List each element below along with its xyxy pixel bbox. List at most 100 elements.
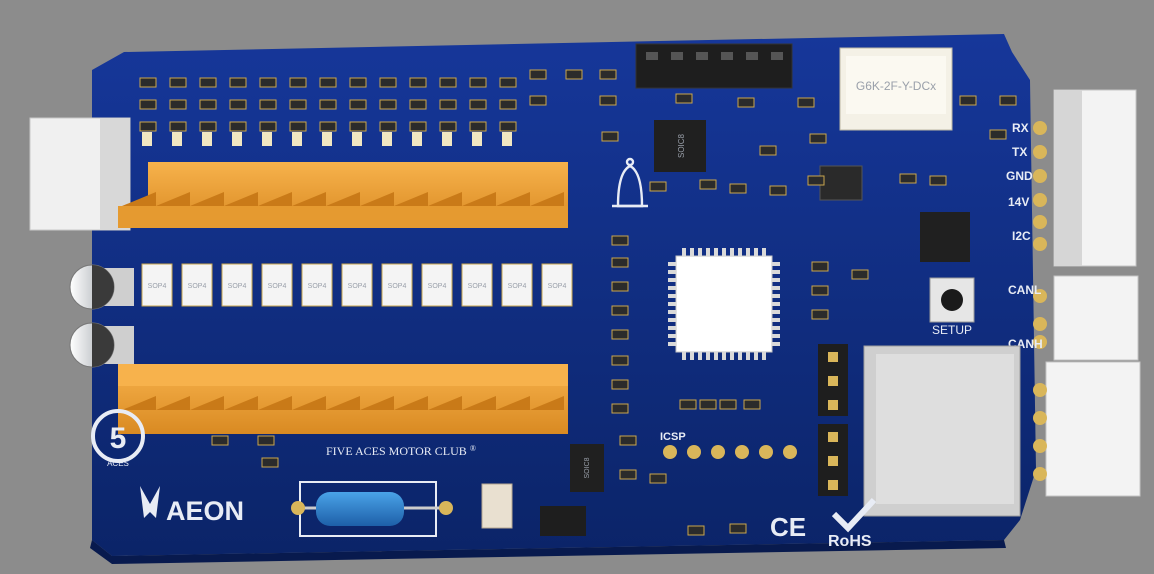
smd-resistor [379,99,397,110]
optocoupler-marking: SOP4 [388,283,407,290]
terminal-screw [428,192,462,206]
terminal-screw [394,192,428,206]
icsp-pad [759,445,773,459]
header-pin [721,52,733,60]
connector-power [1045,361,1141,497]
smd-component [565,69,583,80]
smd-resistor [169,99,187,110]
smd-resistor [139,77,157,88]
optocoupler [541,263,573,307]
smd-component [809,133,827,144]
svg-text:SOIC8: SOIC8 [677,133,686,158]
qfp-pin [772,334,780,338]
optocoupler-marking: SOP4 [508,283,527,290]
smd-resistor [169,121,187,132]
smd-component [759,145,777,156]
terminal-screw [462,396,496,410]
smd-resistor [169,77,187,88]
header-pin [828,376,838,386]
smd-component [675,93,693,104]
aeon-logo: AEON [140,486,244,526]
smd-component [611,305,629,316]
smd-resistor [259,121,277,132]
qfp-pin [690,352,694,360]
smd-resistor [379,121,397,132]
qfp-pin [772,342,780,346]
qfp-pin [772,270,780,274]
smd-led [232,132,242,146]
header-pin [828,400,838,410]
smd-resistor [499,99,517,110]
smd-resistor [499,121,517,132]
optocoupler-marking: SOP4 [348,283,367,290]
connector-pad [1033,193,1047,207]
smd-resistor [229,99,247,110]
smd-component [811,309,829,320]
smd-component [529,95,547,106]
terminal-block-top [118,162,568,228]
club-name: FIVE ACES MOTOR CLUB ® [326,444,476,458]
optocoupler-marking: SOP4 [228,283,247,290]
smd-led [202,132,212,146]
svg-text:RoHS: RoHS [828,533,872,550]
svg-text:5: 5 [110,422,127,455]
smd-resistor [439,99,457,110]
terminal-screw [190,192,224,206]
smd-component [649,473,667,484]
terminal-screw [224,396,258,410]
smd-component [211,435,229,446]
smd-component [611,355,629,366]
smd-component [257,435,275,446]
qfp-pin [668,294,676,298]
smd-component [989,129,1007,140]
label-14v: 14V [1008,195,1029,209]
optocoupler-marking: SOP4 [148,283,167,290]
smd-resistor [469,99,487,110]
header-pin [828,456,838,466]
terminal-screw [326,192,360,206]
inductor [819,165,863,201]
smd-led [172,132,182,146]
qfp-pin [772,310,780,314]
setup-button[interactable] [929,277,975,323]
terminal-screw [258,396,292,410]
qfp-pin [722,248,726,256]
terminal-screw [496,396,530,410]
dip-switch[interactable] [540,506,586,536]
optocoupler [181,263,213,307]
smd-resistor [199,99,217,110]
smd-resistor [469,121,487,132]
smd-led [142,132,152,146]
connector-pad [1033,145,1047,159]
header-pin [771,52,783,60]
smd-component [619,469,637,480]
smd-component [611,257,629,268]
icsp-label: ICSP [660,431,686,443]
qfp-pin [738,248,742,256]
optocoupler-marking: SOP4 [188,283,207,290]
smd-component [599,69,617,80]
qfp-pin [698,352,702,360]
optocoupler [501,263,533,307]
icsp-pad [711,445,725,459]
qfp-pin [668,286,676,290]
smd-resistor [409,77,427,88]
axial-resistor [291,481,453,537]
smd-resistor [229,77,247,88]
smd-resistor [259,99,277,110]
smd-component [999,95,1017,106]
smd-led [442,132,452,146]
label-rx: RX [1012,121,1029,135]
smd-resistor [349,77,367,88]
smd-led [352,132,362,146]
header-pin [828,352,838,362]
terminal-screw [224,192,258,206]
tantalum-capacitor [481,483,513,529]
smd-component [679,399,697,410]
optocoupler [301,263,333,307]
qfp-pin [668,262,676,266]
smd-resistor [319,99,337,110]
smd-resistor [319,121,337,132]
icsp-pad [783,445,797,459]
